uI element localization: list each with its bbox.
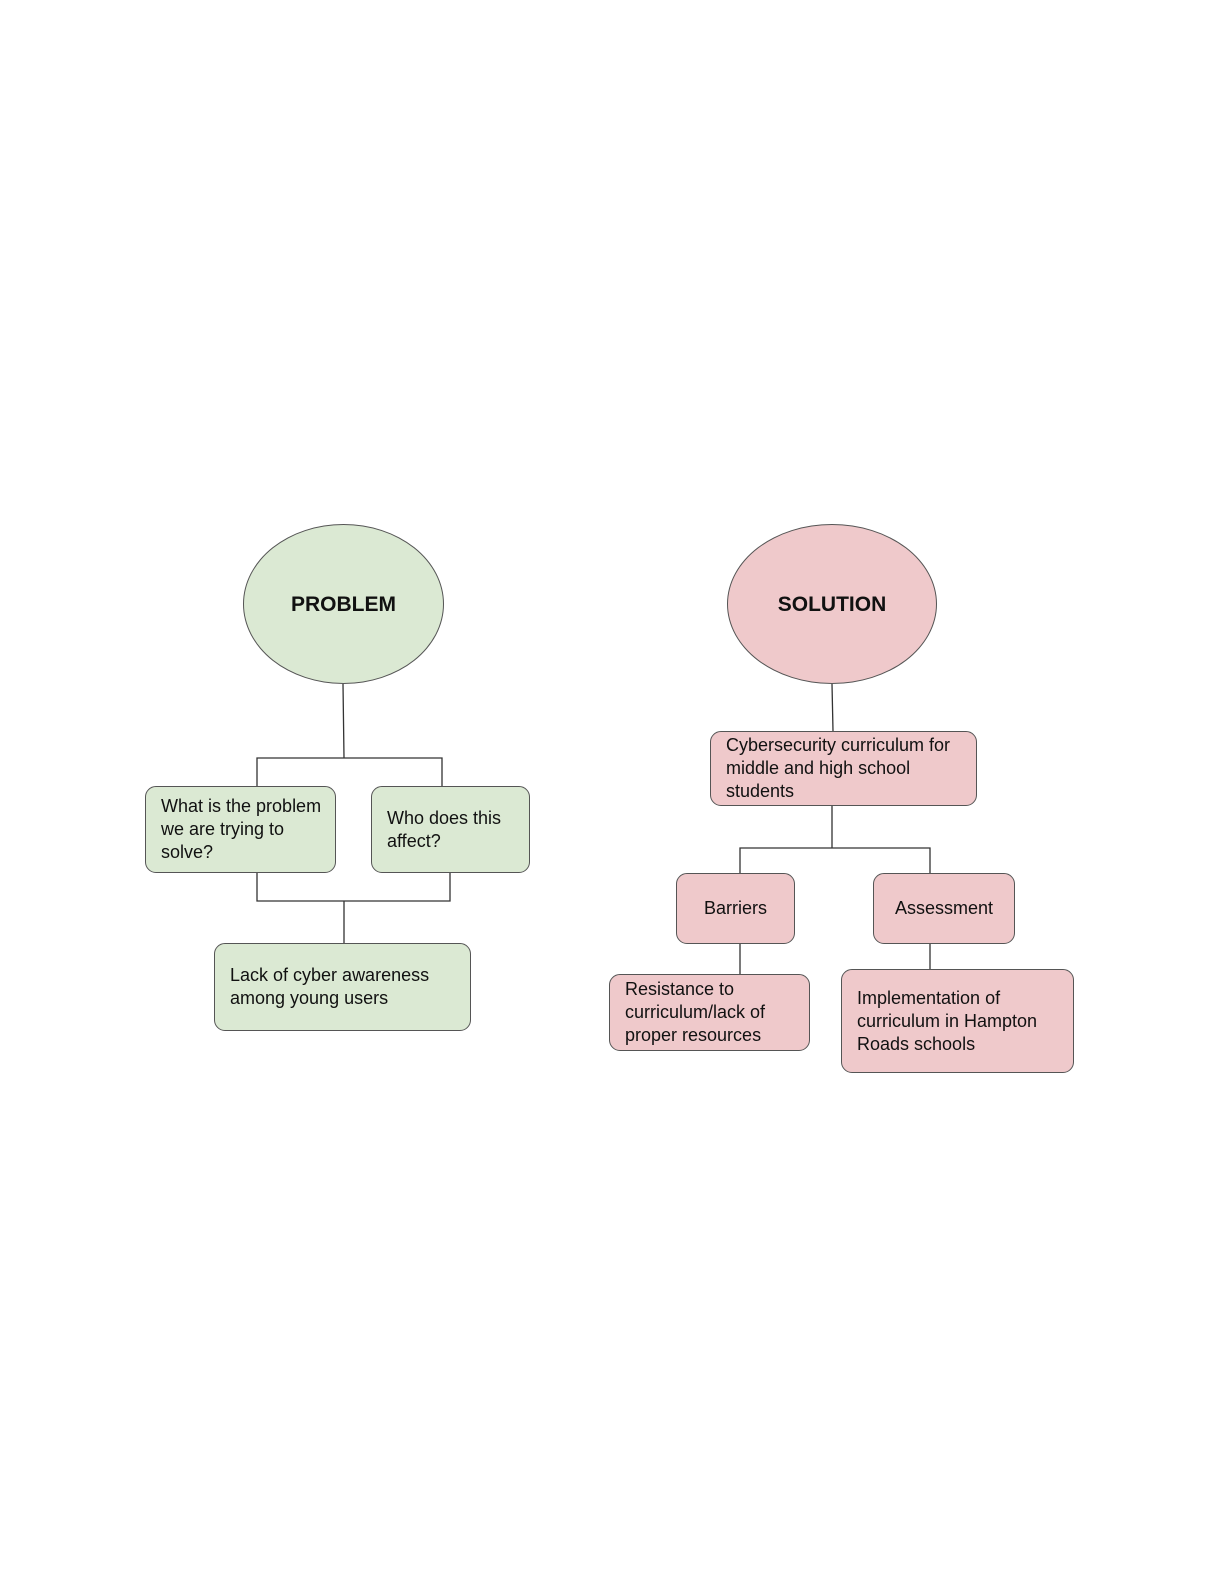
solution-node: SOLUTION <box>727 524 937 684</box>
solution-title: SOLUTION <box>777 592 887 616</box>
assessment-label: Assessment <box>894 898 994 918</box>
connector-solution-to-main <box>831 683 834 732</box>
assessment-detail-text: Implementation of curriculum in Hampton … <box>857 987 1038 1054</box>
solution-main-text: Cybersecurity curriculum for middle and … <box>726 735 951 801</box>
barriers-detail-node: Resistance to curriculum/lack of proper … <box>609 974 810 1051</box>
problem-title: PROBLEM <box>291 592 396 616</box>
affected-question-text: Who does this affect? <box>387 807 502 851</box>
barriers-detail-text: Resistance to curriculum/lack of proper … <box>625 979 766 1045</box>
connector-questions-to-answer <box>256 873 451 943</box>
solution-main-node: Cybersecurity curriculum for middle and … <box>710 731 977 806</box>
barriers-node: Barriers <box>676 873 795 944</box>
problem-question-node: What is the problem we are trying to sol… <box>145 786 336 873</box>
connector-problem-to-questions <box>256 683 443 786</box>
connector-main-to-branches <box>739 806 931 873</box>
assessment-detail-node: Implementation of curriculum in Hampton … <box>841 969 1074 1073</box>
problem-answer-text: Lack of cyber awareness among young user… <box>230 965 430 1008</box>
problem-answer-node: Lack of cyber awareness among young user… <box>214 943 471 1031</box>
assessment-node: Assessment <box>873 873 1015 944</box>
problem-question-text: What is the problem we are trying to sol… <box>161 796 322 862</box>
affected-question-node: Who does this affect? <box>371 786 530 873</box>
problem-node: PROBLEM <box>243 524 444 684</box>
barriers-label: Barriers <box>703 898 767 918</box>
